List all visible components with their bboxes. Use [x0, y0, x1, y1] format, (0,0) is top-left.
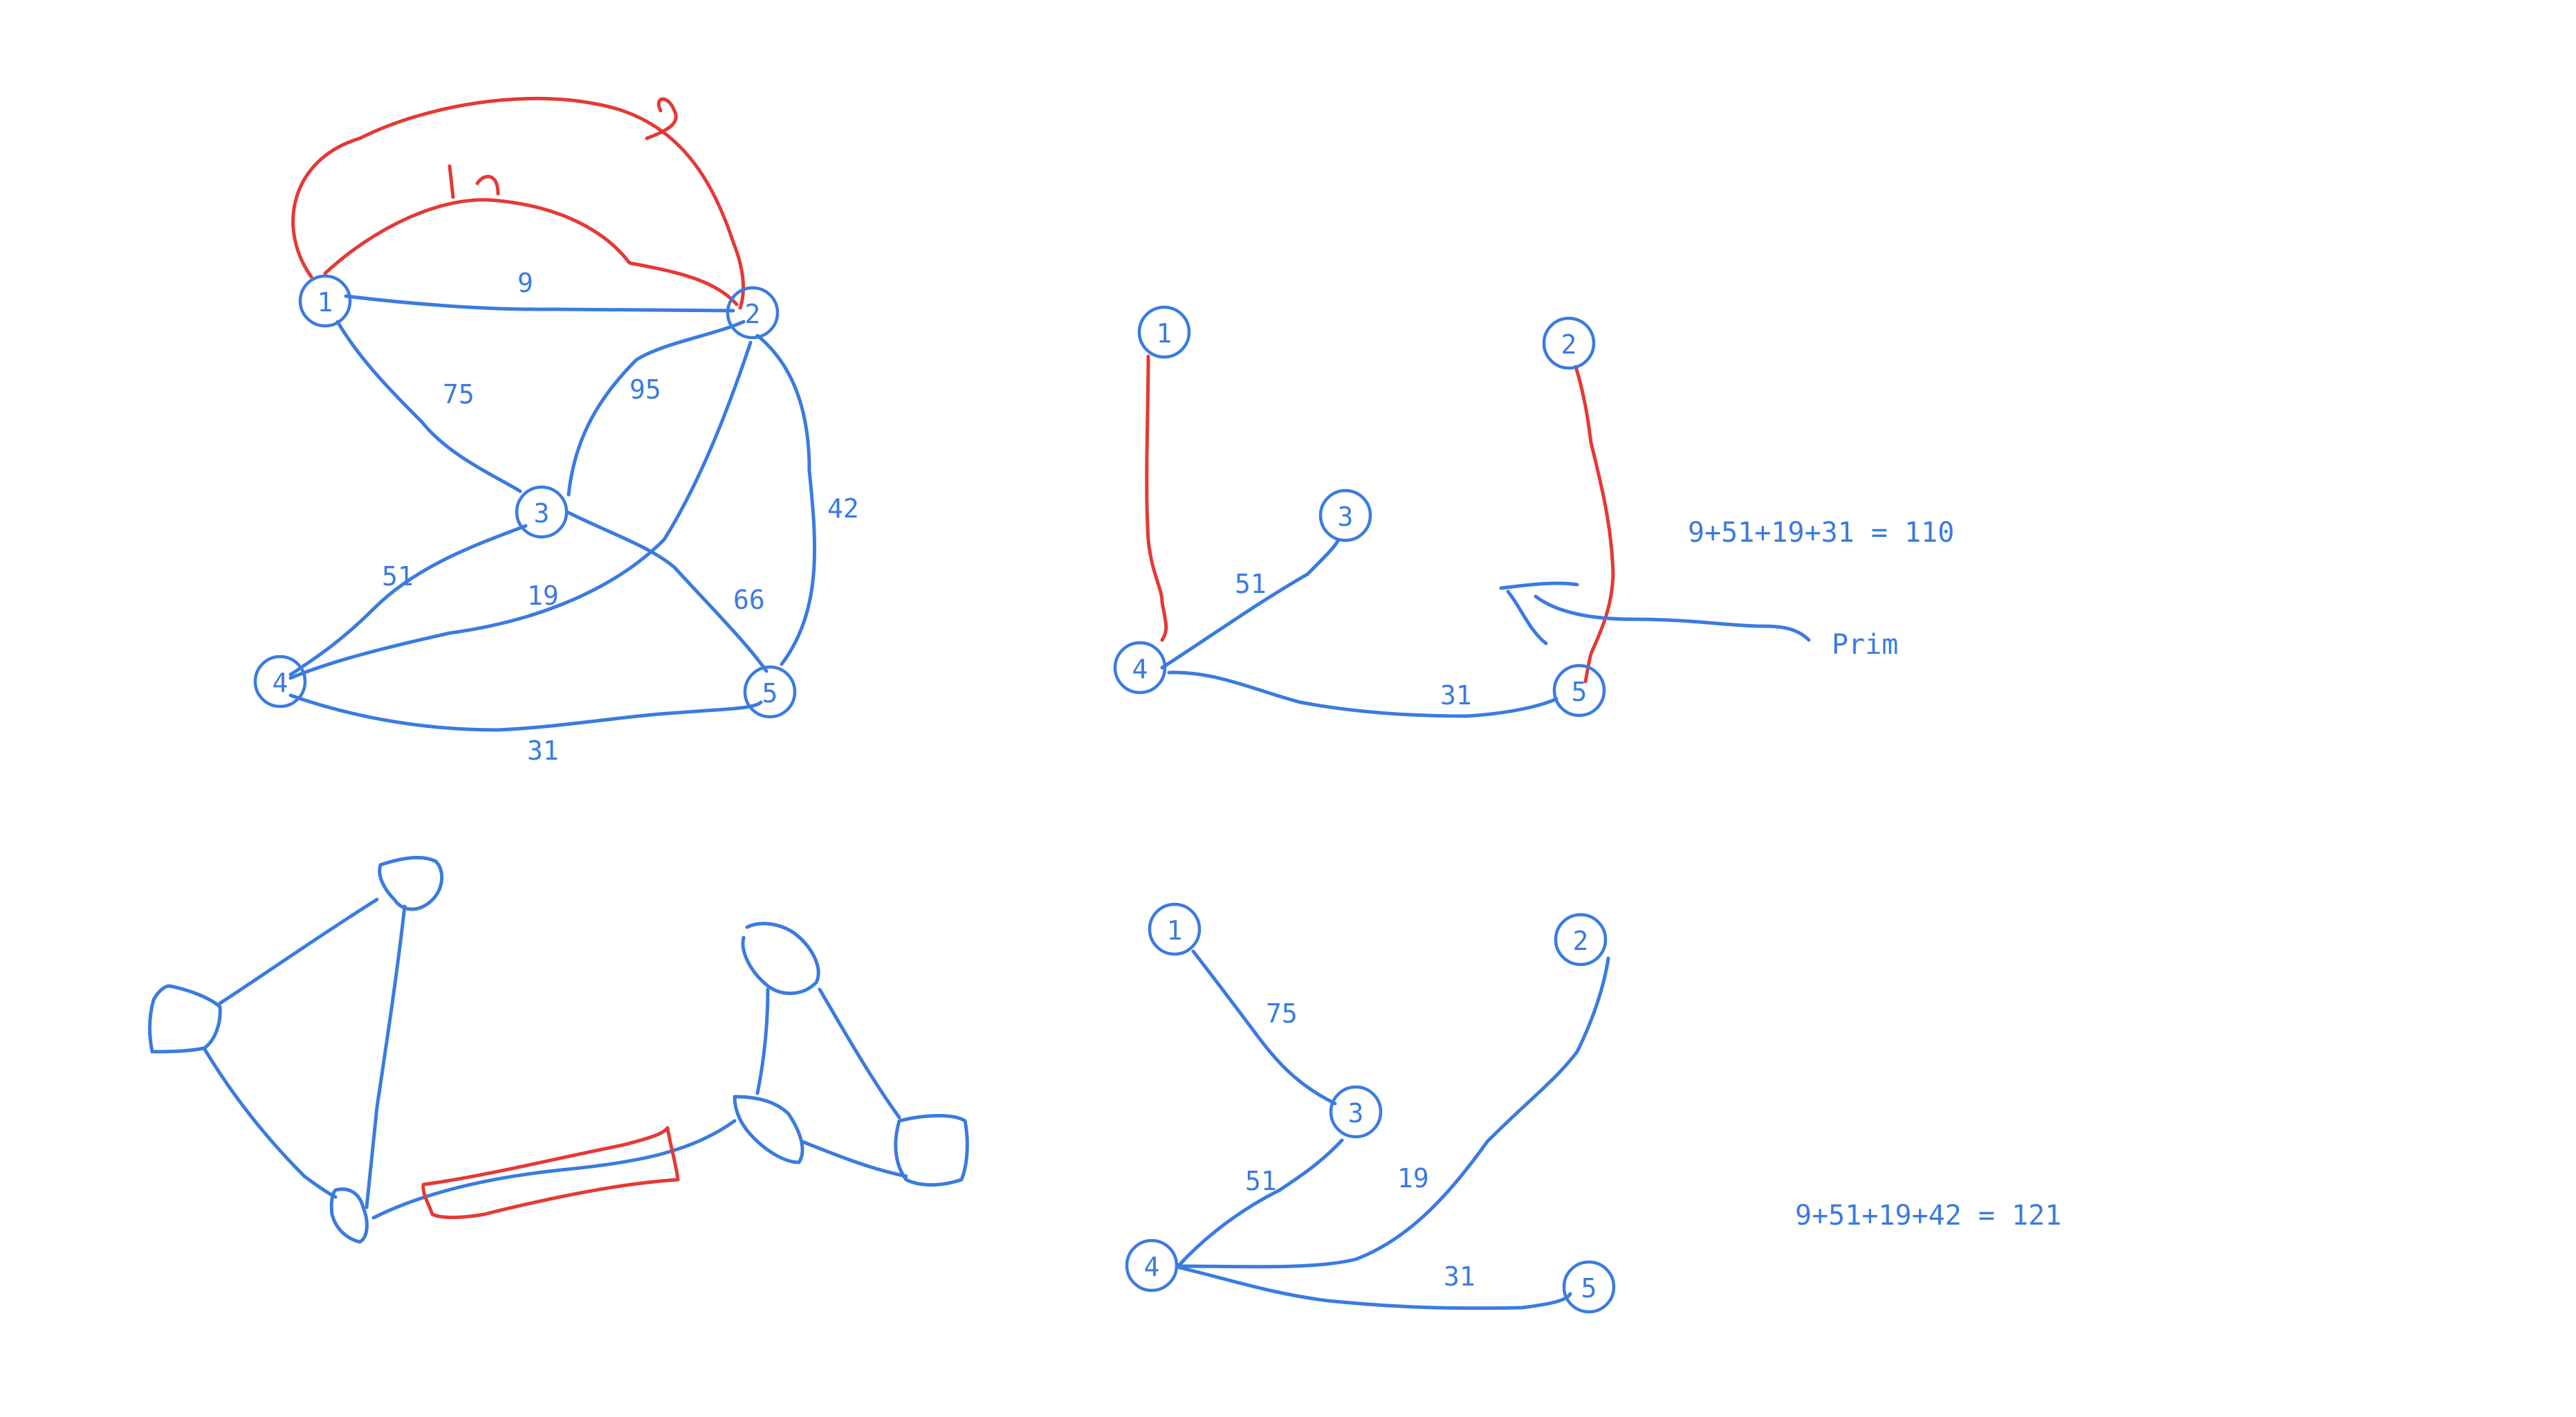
node-circle	[1554, 913, 1608, 967]
edge-4-5	[1177, 1265, 1572, 1310]
node-circle	[1113, 641, 1167, 695]
node-circle	[1148, 902, 1202, 956]
node-label: 5	[762, 678, 778, 708]
node-label: 4	[273, 668, 288, 698]
node-label: 2	[1573, 926, 1589, 956]
red-outer-arc	[291, 96, 745, 310]
edge-weight-label: 19	[527, 580, 559, 611]
blue-arrow-scribble	[1499, 581, 1811, 646]
edge-3-5	[565, 510, 769, 673]
edge-weight-label: 95	[629, 374, 661, 405]
red-edge-2-5	[1574, 365, 1615, 684]
edge-weight-label: 42	[827, 493, 859, 524]
red-hook-mark	[645, 97, 678, 140]
node-circle	[515, 485, 569, 539]
edge-weight-label: 51	[382, 561, 414, 592]
red-highlight-box	[421, 1126, 680, 1220]
blob-bottom	[329, 1187, 369, 1244]
tree-prim: 1 2 3 4 5 51 31 9+51+19+31 = 110 Prim	[1113, 305, 1954, 718]
node-label: 3	[534, 498, 550, 529]
node-circle	[298, 274, 352, 328]
edge-weight-label: 66	[733, 585, 765, 615]
second-sum-equation: 9+51+19+42 = 121	[1795, 1200, 2061, 1232]
blob-right-mid	[733, 1095, 804, 1164]
node-circle	[1318, 488, 1372, 542]
node-circle	[1562, 1260, 1616, 1314]
node-label: 1	[318, 287, 333, 318]
edge-weight-label: 19	[1397, 1163, 1429, 1194]
node-label: 3	[1348, 1098, 1364, 1128]
red-edge-1-4	[1145, 354, 1168, 642]
prim-sum-equation: 9+51+19+31 = 110	[1688, 517, 1954, 549]
edge-weight-label: 75	[443, 379, 475, 410]
red-tick-mark	[448, 164, 500, 199]
blob-left	[147, 984, 222, 1054]
sketch-link	[818, 987, 901, 1119]
edge-4-2	[1177, 956, 1610, 1269]
node-circle	[726, 286, 780, 340]
sketch-link	[365, 904, 407, 1209]
node-circle	[1542, 316, 1596, 370]
edge-1-2	[344, 294, 735, 313]
node-label: 1	[1157, 318, 1172, 349]
edge-weight-label: 51	[1245, 1166, 1277, 1196]
edge-weight-label: 31	[1444, 1261, 1475, 1292]
node-circle	[1552, 664, 1606, 717]
blob-right-top	[741, 922, 820, 996]
node-label: 4	[1132, 654, 1148, 684]
edge-2-5	[755, 333, 817, 666]
tree-second: 1 2 3 4 5 75 51 19 31 9+51+19+42 = 121	[1125, 902, 2061, 1314]
node-circle	[1125, 1238, 1179, 1292]
node-circle	[1137, 305, 1191, 359]
edge-2-3	[567, 320, 746, 497]
edge-weight-label: 9	[517, 268, 533, 298]
edge-4-5	[1167, 670, 1558, 718]
edge-weight-label: 31	[527, 735, 559, 766]
sketch-link	[218, 897, 379, 1005]
node-label: 5	[1572, 677, 1588, 707]
node-circle	[743, 665, 797, 719]
node-label: 2	[1561, 329, 1577, 360]
node-circle	[253, 655, 307, 708]
node-label: 2	[745, 299, 761, 329]
sketch-link	[755, 987, 770, 1095]
node-label: 5	[1581, 1273, 1597, 1304]
edge-3-4	[1177, 1138, 1344, 1267]
edge-weight-label: 31	[1440, 680, 1472, 711]
edge-3-4	[288, 524, 528, 677]
blob-top	[378, 856, 444, 911]
sketch-blobs	[147, 856, 969, 1244]
sketch-link	[800, 1140, 908, 1178]
edge-4-3	[1160, 538, 1341, 670]
graph-main: 1 2 3 4 5 9 75 95 42 51 19 66 31	[253, 96, 859, 766]
edge-4-5	[288, 693, 763, 732]
node-label: 4	[1144, 1252, 1160, 1282]
edge-2-4	[288, 340, 753, 680]
node-circle	[1329, 1085, 1383, 1139]
edge-1-3	[335, 320, 522, 493]
edge-weight-label: 51	[1235, 569, 1267, 599]
sketch-link	[371, 1119, 737, 1220]
node-label: 3	[1338, 502, 1354, 532]
edge-weight-label: 75	[1266, 998, 1298, 1029]
prim-method-label: Prim	[1832, 629, 1898, 661]
edge-1-3	[1191, 949, 1337, 1106]
blob-right-bottom	[894, 1114, 969, 1187]
red-inner-arc	[323, 198, 739, 307]
sketch-link	[202, 1046, 338, 1199]
node-label: 1	[1167, 915, 1183, 946]
